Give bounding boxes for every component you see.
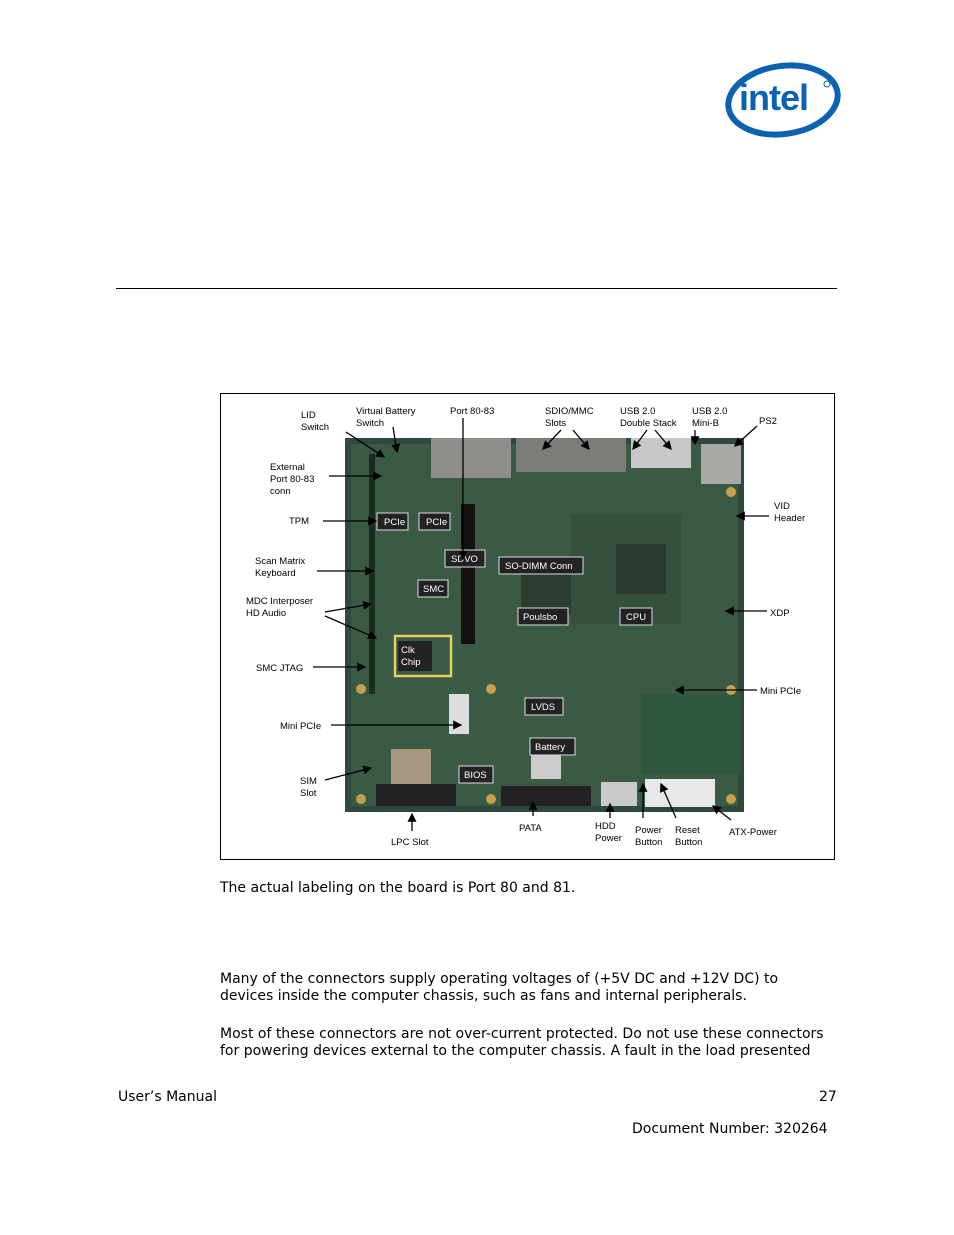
callout-vid-header: VID Header: [774, 501, 805, 524]
board-figure: PCIe PCIe SDVO SO-DIMM Conn SMC Poulsbo …: [220, 393, 835, 860]
callout-sim-slot: SIM Slot: [300, 776, 320, 799]
callout-pata: PATA: [519, 823, 542, 834]
header-rule: [116, 288, 837, 289]
svg-text:PCIe: PCIe: [384, 517, 405, 528]
board-label-pcie2: PCIe: [418, 512, 451, 531]
callout-lpc-slot: LPC Slot: [391, 837, 429, 848]
callout-mini-pcie-right: Mini PCIe: [760, 686, 801, 697]
svg-text:intel: intel: [739, 77, 808, 118]
svg-text:Poulsbo: Poulsbo: [523, 612, 557, 623]
callout-xdp: XDP: [770, 608, 790, 619]
svg-text:LVDS: LVDS: [531, 702, 555, 713]
svg-text:Chip: Chip: [401, 657, 421, 668]
board-label-cpu: CPU: [619, 607, 653, 626]
intel-logo: intel: [725, 62, 841, 138]
board-label-lvds: LVDS: [524, 697, 564, 716]
board-label-poulsbo: Poulsbo: [517, 607, 569, 626]
callout-port80: Port 80-83: [450, 406, 494, 417]
svg-text:SMC: SMC: [423, 584, 444, 595]
document-number: Document Number: 320264: [632, 1121, 828, 1137]
callout-external-port: External Port 80-83 conn: [270, 462, 317, 497]
board-label-smc: SMC: [417, 579, 449, 598]
board-label-pcie1: PCIe: [376, 512, 409, 531]
board-label-sdvo: SDVO: [444, 549, 486, 568]
callout-lid-switch: LID Switch: [301, 410, 329, 433]
page-number: 27: [819, 1089, 837, 1105]
callout-hdd-power: HDD Power: [595, 821, 622, 844]
paragraph-overcurrent: Most of these connectors are not over-cu…: [220, 1026, 824, 1059]
svg-text:BIOS: BIOS: [464, 770, 487, 781]
callout-usb-mini: USB 2.0 Mini-B: [692, 406, 730, 429]
callout-arrows: [313, 418, 769, 831]
callout-tpm: TPM: [289, 516, 309, 527]
svg-text:SDVO: SDVO: [451, 554, 478, 565]
board-label-bios: BIOS: [458, 765, 494, 784]
callout-ps2: PS2: [759, 416, 777, 427]
board-label-clk: Clk Chip: [398, 641, 432, 671]
board-label-battery: Battery: [529, 737, 576, 756]
callout-usb-double: USB 2.0 Double Stack: [620, 406, 677, 429]
callout-mini-pcie-left: Mini PCIe: [280, 721, 321, 732]
svg-text:Battery: Battery: [535, 742, 565, 753]
svg-text:Clk: Clk: [401, 645, 415, 656]
callout-virtual-battery: Virtual Battery Switch: [356, 406, 418, 429]
callout-reset-button: Reset Button: [675, 825, 702, 848]
callout-sdio: SDIO/MMC Slots: [545, 406, 596, 429]
svg-text:PCIe: PCIe: [426, 517, 447, 528]
footer-manual: User’s Manual: [118, 1089, 217, 1105]
callout-mdc: MDC Interposer HD Audio: [246, 596, 316, 619]
callout-power-button: Power Button: [635, 825, 665, 848]
paragraph-voltage: Many of the connectors supply operating …: [220, 971, 779, 1004]
footnote: The actual labeling on the board is Port…: [220, 880, 576, 896]
svg-text:SO-DIMM Conn: SO-DIMM Conn: [505, 561, 573, 572]
callout-atx-power: ATX-Power: [729, 827, 777, 838]
board-diagram: PCIe PCIe SDVO SO-DIMM Conn SMC Poulsbo …: [246, 406, 805, 848]
callout-scan-matrix: Scan Matrix Keyboard: [255, 556, 308, 579]
callout-smc-jtag: SMC JTAG: [256, 663, 303, 674]
board-label-sodimm: SO-DIMM Conn: [498, 556, 584, 575]
svg-text:CPU: CPU: [626, 612, 646, 623]
